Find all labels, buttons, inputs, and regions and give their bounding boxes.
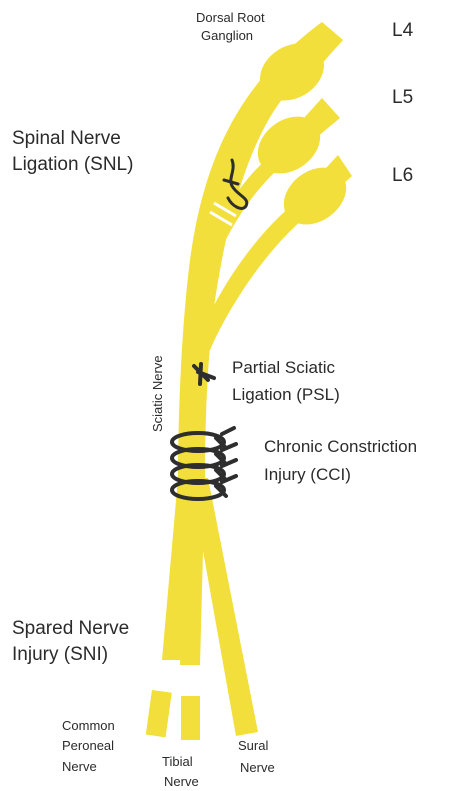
- cci-label-line1: Chronic Constriction: [264, 437, 417, 456]
- nerve-structures: [146, 22, 357, 740]
- l6-label: L6: [392, 165, 413, 186]
- labels: Dorsal Root Ganglion L4 L5 L6 Spinal Ner…: [12, 10, 417, 789]
- snl-label-line2: Ligation (SNL): [12, 154, 133, 175]
- snl-label-line1: Spinal Nerve: [12, 128, 121, 149]
- drg-label-line2: Ganglion: [201, 28, 253, 43]
- sural-label-line2: Nerve: [240, 760, 275, 775]
- l4-label: L4: [392, 20, 414, 41]
- sural-label-line1: Sural: [238, 738, 268, 753]
- cci-label-line2: Injury (CCI): [264, 465, 351, 484]
- common-peroneal-label-line1: Common: [62, 718, 115, 733]
- tibial-label-line1: Tibial: [162, 754, 193, 769]
- tibial-stump: [181, 696, 200, 740]
- l5-label: L5: [392, 87, 413, 108]
- common-peroneal-label-line2: Peroneal: [62, 738, 114, 753]
- common-peroneal-stump: [146, 690, 172, 737]
- psl-label-line1: Partial Sciatic: [232, 358, 335, 377]
- psl-label-line2: Ligation (PSL): [232, 385, 340, 404]
- tibial-label-line2: Nerve: [164, 774, 199, 789]
- drg-label-line1: Dorsal Root: [196, 10, 265, 25]
- sni-label-line2: Injury (SNI): [12, 644, 108, 665]
- common-peroneal-label-line3: Nerve: [62, 759, 97, 774]
- sciatic-nerve-label: Sciatic Nerve: [150, 355, 165, 432]
- sni-label-line1: Spared Nerve: [12, 618, 129, 639]
